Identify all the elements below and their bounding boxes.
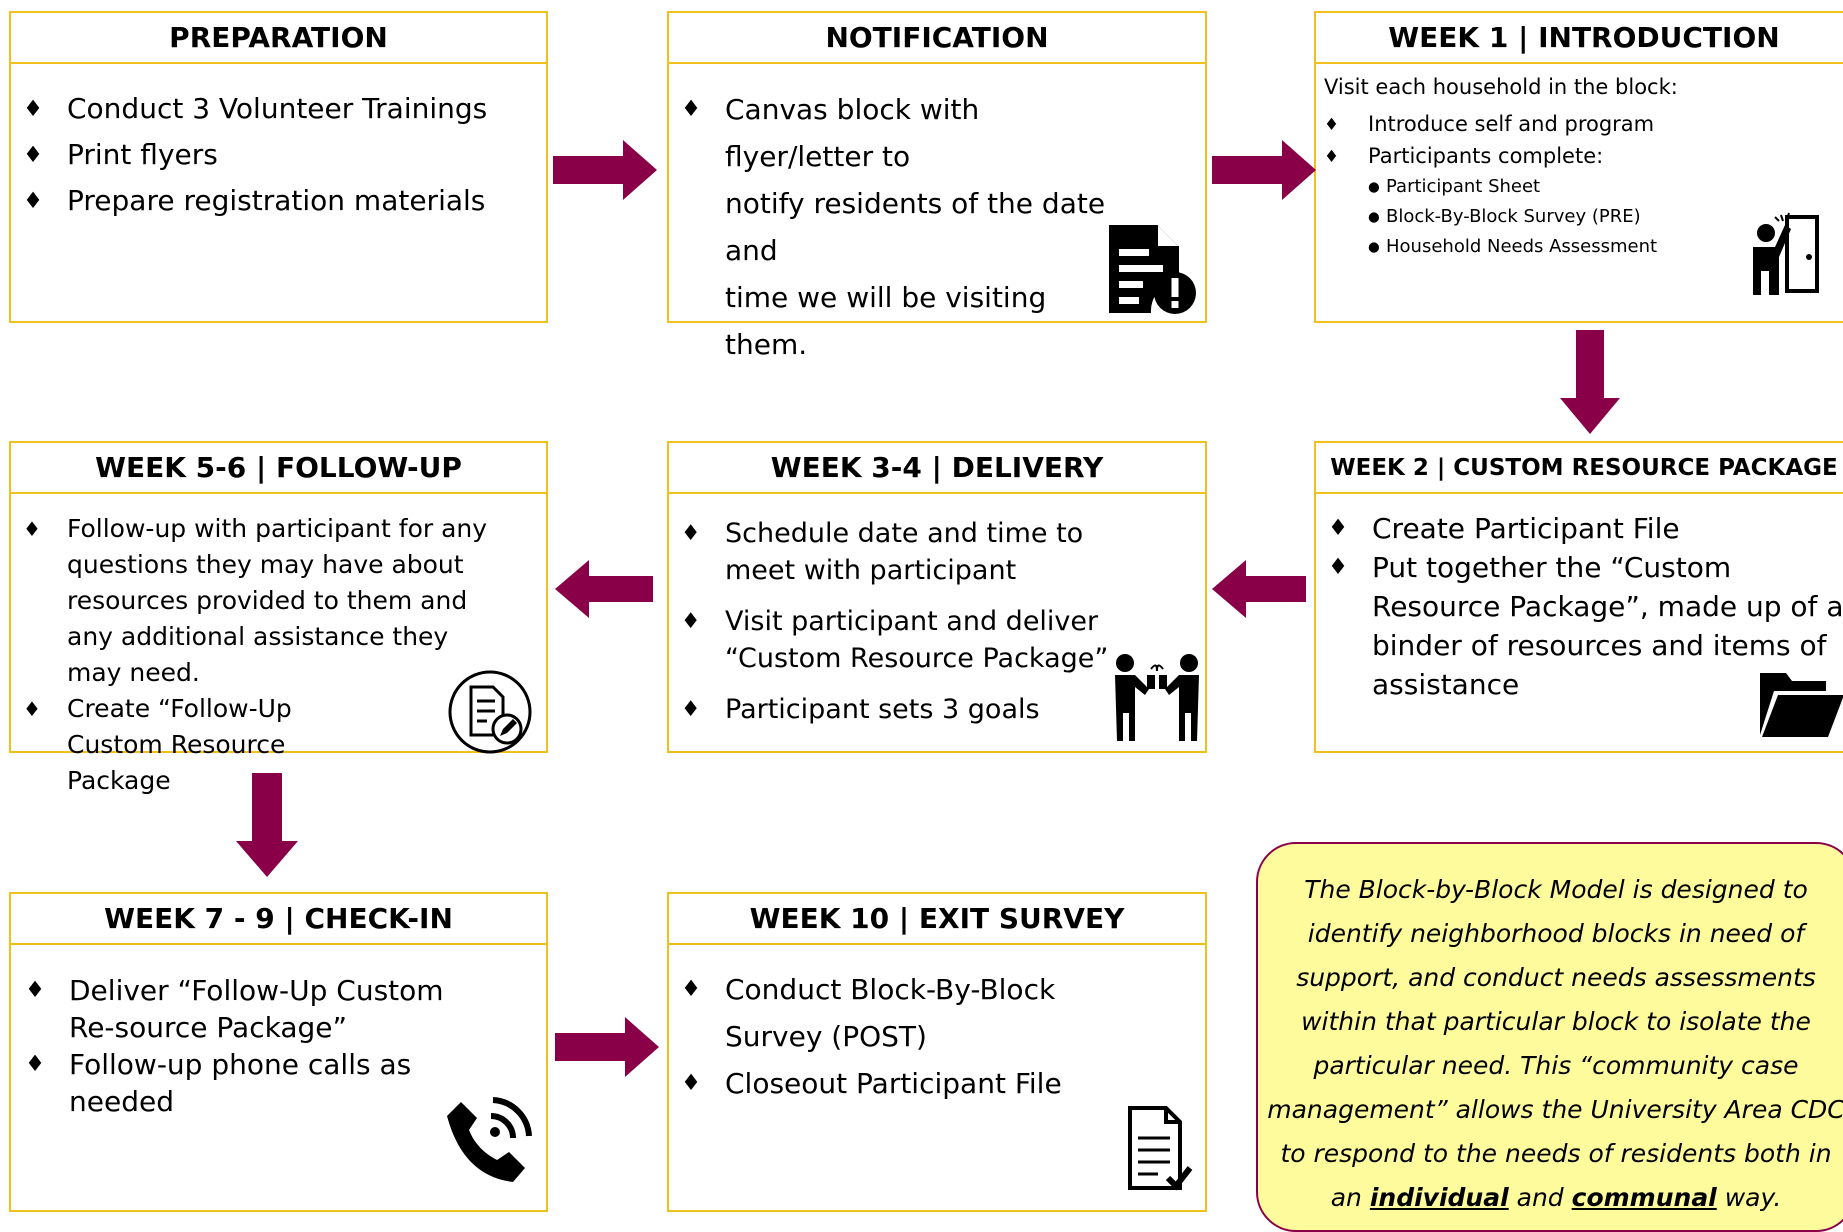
sub-list-item: Household Needs Assessment [1368,232,1752,262]
list-item: Introduce self and program [1312,108,1752,140]
list-item: Follow-up phone calls as needed [13,1046,483,1120]
list-item: Schedule date and time to meet with part… [669,515,1109,589]
notification-line-3: time we will be visiting [725,281,1047,314]
list-item: Put together the “Custom Resource Packag… [1316,548,1843,704]
week79-title: WEEK 7 - 9 | CHECK-IN [11,894,546,945]
week1-box: WEEK 1 | INTRODUCTION Visit each househo… [1314,11,1843,323]
document-edit-icon [448,670,532,754]
week79-list: Deliver “Follow-Up Custom Re-source Pack… [13,972,483,1120]
note-text-2: and [1508,1183,1572,1212]
arrow-right-2 [1212,140,1316,200]
arrow-left-1 [1212,560,1306,618]
arrow-down-2 [236,773,298,877]
week1-intro: Visit each household in the block: [1324,75,1678,99]
list-item: Create Participant File [1316,509,1843,548]
arrow-right-1 [553,140,657,200]
arrow-left-2 [555,560,653,618]
notification-title: NOTIFICATION [669,13,1205,64]
week2-title: WEEK 2 | CUSTOM RESOURCE PACKAGE [1316,443,1843,494]
list-item: Create “Follow-Up Custom Resource Packag… [11,691,491,799]
week2-box: WEEK 2 | CUSTOM RESOURCE PACKAGE Create … [1314,441,1843,753]
gift-handover-icon [1115,654,1199,741]
week56-list: Follow-up with participant for any quest… [11,511,491,799]
notification-list: Canvas block with flyer/letter to notify… [669,86,1129,368]
list-item: Conduct 3 Volunteer Trainings [11,86,541,132]
list-item: Deliver “Follow-Up Custom Re-source Pack… [13,972,483,1046]
note-emphasis-individual: individual [1369,1183,1509,1212]
arrow-right-3 [555,1017,659,1077]
sub-list-item: Block-By-Block Survey (PRE) [1368,202,1752,232]
week10-list: Conduct Block-By-Block Survey (POST) Clo… [669,966,1139,1107]
notification-line-2: notify residents of the date and [725,187,1106,267]
week1-sublist: Participant Sheet Block-By-Block Survey … [1368,172,1752,262]
folder-icon [1760,673,1843,737]
arrow-down-1 [1560,330,1620,434]
list-item: Canvas block with flyer/letter to notify… [669,86,1129,368]
door-knock-icon [1753,212,1819,295]
sub-list-item: Participant Sheet [1368,172,1752,202]
list-item: Closeout Participant File [669,1060,1139,1107]
checklist-icon [1128,1106,1193,1191]
week34-list: Schedule date and time to meet with part… [669,515,1109,728]
list-item: Print flyers [11,132,541,178]
week34-title: WEEK 3-4 | DELIVERY [669,443,1205,494]
week1-list: Introduce self and program Participants … [1312,108,1752,262]
list-item: Participant sets 3 goals [669,691,1109,728]
week10-box: WEEK 10 | EXIT SURVEY Conduct Block-By-B… [667,892,1207,1212]
preparation-box: PREPARATION Conduct 3 Volunteer Training… [9,11,548,323]
list-item: Follow-up with participant for any quest… [11,511,491,691]
week56-title: WEEK 5-6 | FOLLOW-UP [11,443,546,494]
week56-box: WEEK 5-6 | FOLLOW-UP Follow-up with part… [9,441,548,795]
model-description-note: The Block-by-Block Model is designed to … [1256,842,1843,1232]
notification-box: NOTIFICATION Canvas block with flyer/let… [667,11,1207,361]
preparation-list: Conduct 3 Volunteer Trainings Print flye… [11,86,541,224]
week2-list: Create Participant File Put together the… [1316,509,1843,704]
list-item: Conduct Block-By-Block Survey (POST) [669,966,1139,1060]
phone-call-icon [447,1097,532,1182]
note-text-3: way. [1716,1183,1782,1212]
list-item: Participants complete: Participant Sheet… [1312,140,1752,262]
notification-line-1: Canvas block with flyer/letter to [725,93,980,173]
week10-title: WEEK 10 | EXIT SURVEY [669,894,1205,945]
week34-box: WEEK 3-4 | DELIVERY Schedule date and ti… [667,441,1207,753]
document-alert-icon [1109,225,1196,314]
list-item: Prepare registration materials [11,178,541,224]
note-emphasis-communal: communal [1571,1183,1717,1212]
list-item: Visit participant and deliver “Custom Re… [669,603,1109,677]
notification-line-4: them. [725,328,808,361]
week1-title: WEEK 1 | INTRODUCTION [1316,13,1843,64]
preparation-title: PREPARATION [11,13,546,64]
week1-item-2-label: Participants complete: [1368,144,1604,168]
week79-box: WEEK 7 - 9 | CHECK-IN Deliver “Follow-Up… [9,892,548,1212]
note-text-1: The Block-by-Block Model is designed to … [1267,875,1843,1212]
